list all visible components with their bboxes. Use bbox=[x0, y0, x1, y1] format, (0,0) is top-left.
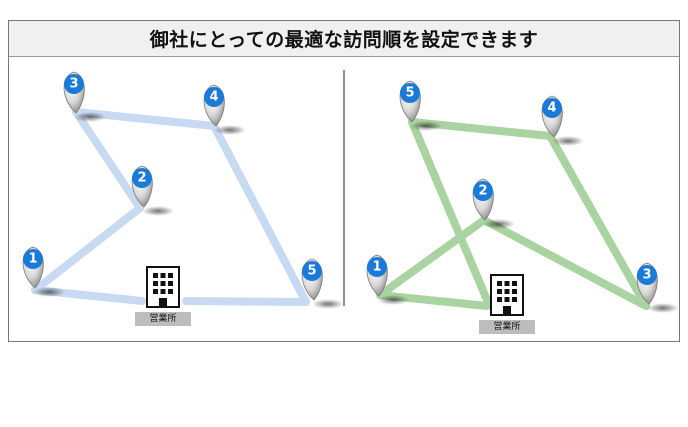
right-route-segment bbox=[480, 216, 650, 310]
pin-number: 4 bbox=[209, 90, 218, 105]
pin-right-3: 3 bbox=[636, 262, 679, 313]
left-route-segment bbox=[31, 204, 144, 294]
office-left: 営業所 bbox=[135, 266, 191, 326]
pin-number: 3 bbox=[642, 268, 651, 283]
office-label: 営業所 bbox=[493, 320, 520, 332]
pin-left-4: 4 bbox=[203, 84, 246, 135]
pin-left-3: 3 bbox=[63, 71, 106, 122]
pin-right-2: 2 bbox=[472, 178, 515, 229]
pin-number: 3 bbox=[69, 77, 78, 92]
pin-right-1: 1 bbox=[366, 254, 409, 305]
pin-right-5: 5 bbox=[399, 80, 442, 131]
page-title: 御社にとっての最適な訪問順を設定できます bbox=[149, 29, 539, 51]
left-route-segment bbox=[72, 108, 144, 212]
right-route-segment bbox=[376, 216, 488, 299]
left-route-segment bbox=[210, 122, 310, 306]
pin-number: 4 bbox=[547, 101, 556, 116]
right-route-segment bbox=[546, 132, 650, 310]
pin-right-4: 4 bbox=[541, 95, 584, 146]
pin-number: 2 bbox=[137, 171, 146, 186]
office-label: 営業所 bbox=[149, 312, 176, 324]
pin-left-1: 1 bbox=[22, 246, 65, 297]
right-route-segment bbox=[408, 118, 491, 304]
left-route-segment bbox=[182, 297, 310, 306]
pin-left-5: 5 bbox=[301, 258, 344, 309]
title-bar: 御社にとっての最適な訪問順を設定できます bbox=[9, 21, 679, 57]
pin-number: 5 bbox=[405, 86, 414, 101]
office-right: 営業所 bbox=[479, 274, 535, 334]
pin-left-2: 2 bbox=[131, 165, 174, 216]
pin-number: 2 bbox=[478, 184, 487, 199]
pin-number: 1 bbox=[28, 252, 37, 267]
pin-number: 1 bbox=[372, 260, 381, 275]
pin-number: 5 bbox=[307, 264, 316, 279]
